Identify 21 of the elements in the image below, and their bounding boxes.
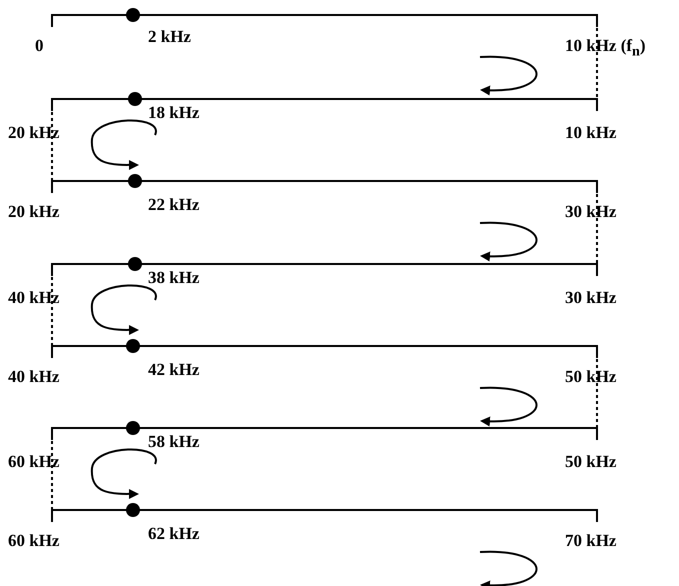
frequency-label: 18 kHz xyxy=(148,104,200,122)
frequency-label: 50 kHz xyxy=(565,368,616,386)
frequency-label: 70 kHz xyxy=(565,532,616,550)
frequency-label: 58 kHz xyxy=(148,433,200,451)
frequency-label: 0 xyxy=(35,37,44,55)
frequency-label: 30 kHz xyxy=(565,203,616,221)
frequency-label: 40 kHz xyxy=(8,368,60,386)
frequency-label: 22 kHz xyxy=(148,196,200,214)
frequency-label: 30 kHz xyxy=(565,289,616,307)
frequency-label: 50 kHz xyxy=(565,453,616,471)
frequency-label: 60 kHz xyxy=(8,453,60,471)
frequency-label: 60 kHz xyxy=(8,532,60,550)
frequency-label: 20 kHz xyxy=(8,203,60,221)
frequency-label: 10 kHz (f$_{n}$) xyxy=(565,37,646,60)
frequency-label: 42 kHz xyxy=(148,361,200,379)
frequency-label: 62 kHz xyxy=(148,525,200,543)
frequency-label: 10 kHz xyxy=(565,124,616,142)
frequency-label: 2 kHz xyxy=(148,28,191,46)
frequency-label: 20 kHz xyxy=(8,124,60,142)
frequency-label: 38 kHz xyxy=(148,269,200,287)
frequency-label: 40 kHz xyxy=(8,289,60,307)
